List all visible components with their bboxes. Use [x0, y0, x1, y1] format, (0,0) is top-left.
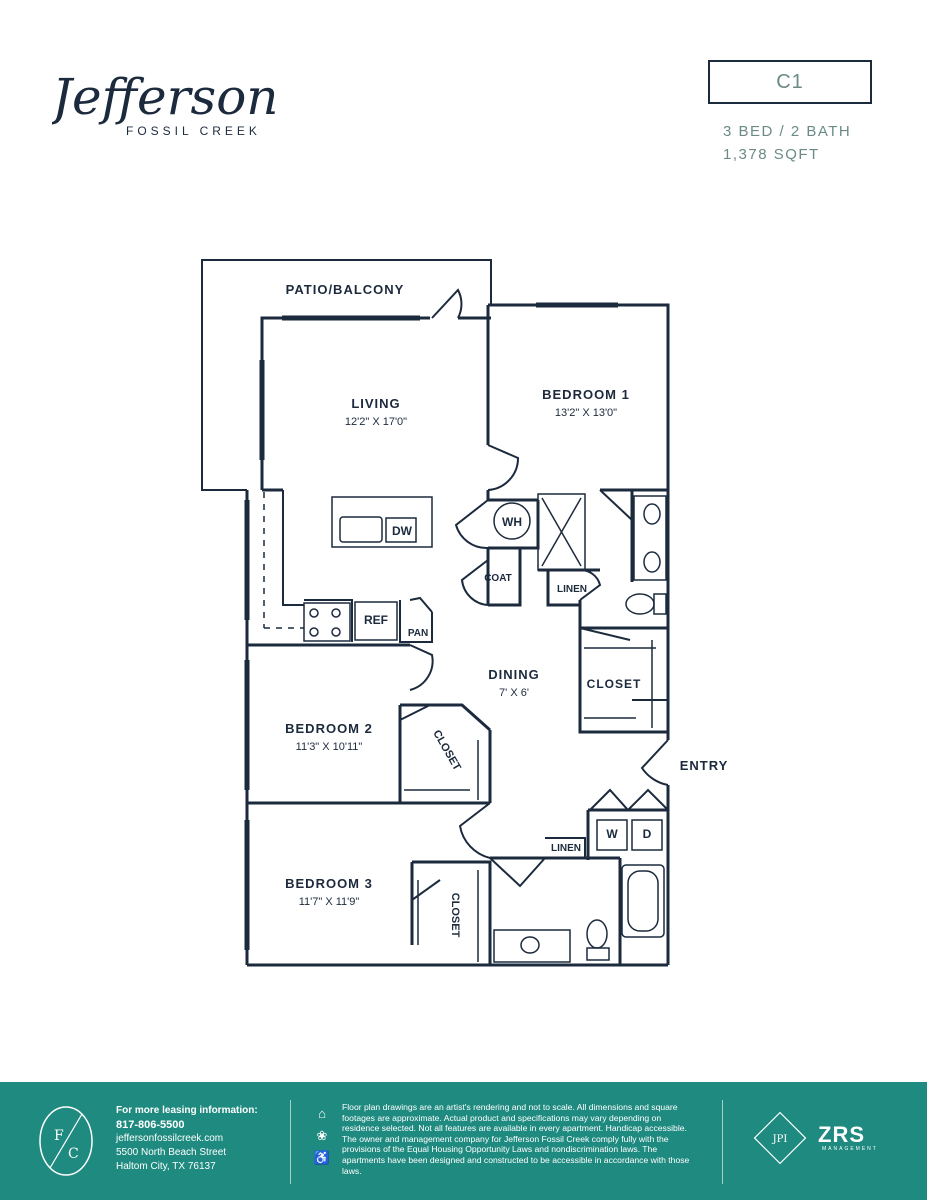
label-bedroom2: BEDROOM 2	[285, 721, 373, 736]
label-bedroom1-size: 13'2" X 13'0"	[555, 407, 617, 419]
entry-door	[640, 739, 669, 786]
toilet1-icon	[625, 593, 655, 615]
leasing-title: For more leasing information:	[116, 1105, 258, 1116]
address-line2: Haltom City, TX 76137	[116, 1161, 216, 1172]
leasing-info: For more leasing information: 817-806-55…	[116, 1104, 276, 1174]
zrs-logo-sub: MANAGEMENT	[822, 1146, 878, 1152]
closet-b2-wall	[400, 703, 491, 732]
washer-box	[596, 819, 628, 851]
label-pan: PAN	[408, 628, 428, 639]
label-bedroom3-size: 11'7" X 11'9"	[299, 896, 360, 908]
linen2	[545, 837, 586, 858]
floor-plan: PATIO/BALCONY LIVING 12'2" X 17'0" BEDRO…	[201, 259, 729, 967]
footer-icons: ⌂ ❀ ♿	[310, 1106, 334, 1172]
plan-code-box: C1	[708, 60, 872, 104]
jpi-logo: JPI	[753, 1111, 807, 1165]
closet-door	[579, 627, 631, 641]
water-heater-icon	[493, 502, 531, 540]
label-living-size: 12'2" X 17'0"	[345, 416, 407, 428]
plan-beds-baths: 3 BED / 2 BATH	[723, 123, 852, 140]
disclaimer-text: Floor plan drawings are an artist's rend…	[342, 1102, 690, 1176]
plan-code: C1	[776, 70, 804, 93]
footer: F C For more leasing information: 817-80…	[0, 1082, 927, 1200]
pantry-door	[409, 596, 433, 613]
label-closet-b3: CLOSET	[449, 893, 461, 938]
hall-vanity-icon	[493, 929, 571, 963]
bedroom1-bottom-wall	[486, 490, 538, 502]
plan-sqft: 1,378 SQFT	[723, 146, 820, 163]
label-closet-b2: CLOSET	[430, 728, 463, 773]
bedroom1-door	[487, 444, 520, 491]
pet-friendly-icon: ❀	[316, 1128, 328, 1143]
zrs-logo: ZRS	[818, 1122, 865, 1147]
kitchen-island	[331, 496, 433, 548]
hallbath-door	[489, 857, 546, 888]
equal-housing-icon: ⌂	[318, 1106, 326, 1121]
footer-divider-2	[722, 1100, 723, 1184]
label-bedroom1: BEDROOM 1	[542, 387, 630, 402]
bath1-door	[599, 489, 633, 521]
pantry	[399, 600, 433, 643]
label-entry: ENTRY	[680, 758, 729, 773]
label-dw: DW	[392, 524, 413, 538]
label-linen1: LINEN	[557, 584, 587, 595]
coat-right	[488, 548, 522, 607]
leasing-website[interactable]: jeffersonfossilcreek.com	[116, 1133, 224, 1144]
dryer-box	[631, 819, 663, 851]
living-wall	[260, 316, 430, 490]
leasing-phone[interactable]: 817-806-5500	[116, 1119, 185, 1131]
plan-specs: 3 BED / 2 BATH 1,378 SQFT	[723, 120, 851, 166]
tub-icon	[621, 864, 665, 938]
patio-outline	[201, 259, 492, 491]
patio-door	[431, 288, 463, 319]
label-linen2: LINEN	[551, 843, 581, 854]
logo-script-text: Jefferson	[52, 68, 279, 126]
label-dining-size: 7' X 6'	[499, 687, 529, 699]
label-ref: REF	[364, 613, 388, 627]
laundry-doors	[589, 788, 669, 812]
address-line1: 5500 North Beach Street	[116, 1147, 227, 1158]
shower-icon	[537, 493, 586, 571]
label-wh: WH	[502, 515, 522, 529]
jefferson-logo: Jefferson	[52, 68, 279, 126]
bedroom2-door	[409, 644, 434, 691]
closet-b3-wall	[412, 860, 492, 965]
kitchen-counter	[282, 490, 304, 606]
svg-text:JPI: JPI	[772, 1134, 788, 1145]
label-dryer: D	[643, 827, 652, 841]
logo-subtitle: FOSSIL CREEK	[126, 124, 261, 138]
label-bedroom3: BEDROOM 3	[285, 876, 373, 891]
bedroom3-door	[458, 802, 491, 859]
vanity-icon	[633, 495, 667, 581]
label-washer: W	[606, 827, 618, 841]
toilet2-icon	[586, 919, 608, 949]
linen1	[546, 570, 580, 607]
fridge-box	[354, 601, 398, 641]
label-dining: DINING	[488, 667, 540, 682]
bedroom1-wall	[488, 303, 670, 490]
coat-door	[460, 559, 489, 606]
accessibility-icon: ♿	[313, 1150, 331, 1165]
label-bedroom2-size: 11'3" X 10'11"	[296, 741, 363, 753]
closet-master	[578, 600, 670, 734]
label-patio: PATIO/BALCONY	[286, 282, 405, 297]
wh-door	[454, 499, 489, 550]
label-closet-master: CLOSET	[587, 677, 642, 691]
svg-text:F: F	[54, 1128, 64, 1144]
svg-text:C: C	[68, 1146, 79, 1162]
footer-divider	[290, 1100, 291, 1184]
label-coat: COAT	[484, 573, 512, 584]
dishwasher-box	[385, 517, 417, 543]
label-living: LIVING	[351, 396, 400, 411]
stove-icon	[303, 602, 351, 642]
fc-monogram-logo: F C	[39, 1106, 93, 1176]
sink-icon	[339, 516, 383, 543]
